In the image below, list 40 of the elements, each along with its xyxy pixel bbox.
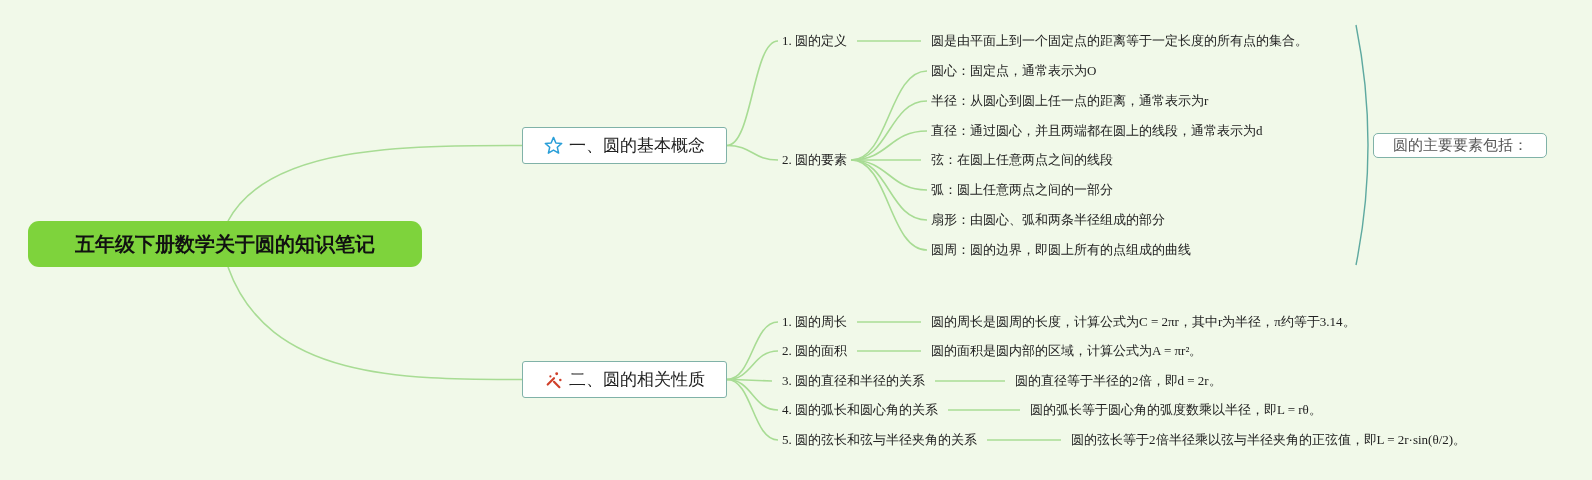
subtopic-text: 圆的弧长等于圆心角的弧度数乘以半径，即L = rθ。 [1026, 401, 1326, 419]
subtopic-text: 1. 圆的周长 [778, 313, 851, 331]
subtopic-text: 2. 圆的要素 [778, 151, 851, 169]
subtopic-text: 圆是由平面上到一个固定点的距离等于一定长度的所有点的集合。 [927, 32, 1312, 50]
subtopic-text: 圆的直径等于半径的2倍，即d = 2r。 [1011, 372, 1226, 390]
connector-line [726, 40, 779, 147]
topic-box [522, 361, 727, 398]
connector-line [726, 378, 779, 441]
connector-line [947, 409, 1021, 411]
connector-line [856, 350, 922, 352]
subtopic-text: 半径：从圆心到圆上任一点的距离，通常表示为r [927, 92, 1213, 110]
subtopic-text: 4. 圆的弧长和圆心角的关系 [778, 401, 942, 419]
connector-line [856, 321, 922, 323]
subtopic-text: 5. 圆的弦长和弦与半径夹角的关系 [778, 431, 981, 449]
topic-box [522, 127, 727, 164]
connector-line [227, 144, 523, 222]
subtopic-text: 弦：在圆上任意两点之间的线段 [927, 151, 1117, 169]
subtopic-text: 直径：通过圆心，并且两端都在圆上的线段，通常表示为d [927, 122, 1267, 140]
topic-title: 二、圆的相关性质 [568, 368, 705, 391]
subtopic-text: 2. 圆的面积 [778, 342, 851, 360]
summary-box: 圆的主要要素包括： [1373, 133, 1547, 158]
connector-line [227, 266, 523, 381]
subtopic-text: 弧：圆上任意两点之间的一部分 [927, 181, 1117, 199]
subtopic-text: 圆的面积是圆内部的区域，计算公式为A = πr²。 [927, 342, 1207, 360]
connector-line [726, 321, 779, 381]
central-topic: 五年级下册数学关于圆的知识笔记 [28, 221, 422, 267]
subtopic-text: 扇形：由圆心、弧和两条半径组成的部分 [927, 211, 1169, 229]
connector-line [732, 378, 773, 382]
connector-line [726, 144, 779, 161]
connector-line [856, 40, 922, 42]
subtopic-text: 圆的弦长等于2倍半径乘以弦与半径夹角的正弦值，即L = 2r·sin(θ/2)。 [1067, 431, 1471, 449]
topic-title: 一、圆的基本概念 [569, 134, 705, 157]
subtopic-text: 3. 圆的直径和半径的关系 [778, 372, 929, 390]
connector-line [850, 159, 928, 251]
connector-line [934, 380, 1006, 382]
subtopic-text: 圆心：固定点，通常表示为O [927, 62, 1101, 80]
connector-line [986, 439, 1062, 441]
subtopic-text: 1. 圆的定义 [778, 32, 851, 50]
subtopic-text: 圆的周长是圆周的长度，计算公式为C = 2πr，其中r为半径，π约等于3.14。 [927, 313, 1360, 331]
subtopic-text: 圆周：圆的边界，即圆上所有的点组成的曲线 [927, 241, 1195, 259]
